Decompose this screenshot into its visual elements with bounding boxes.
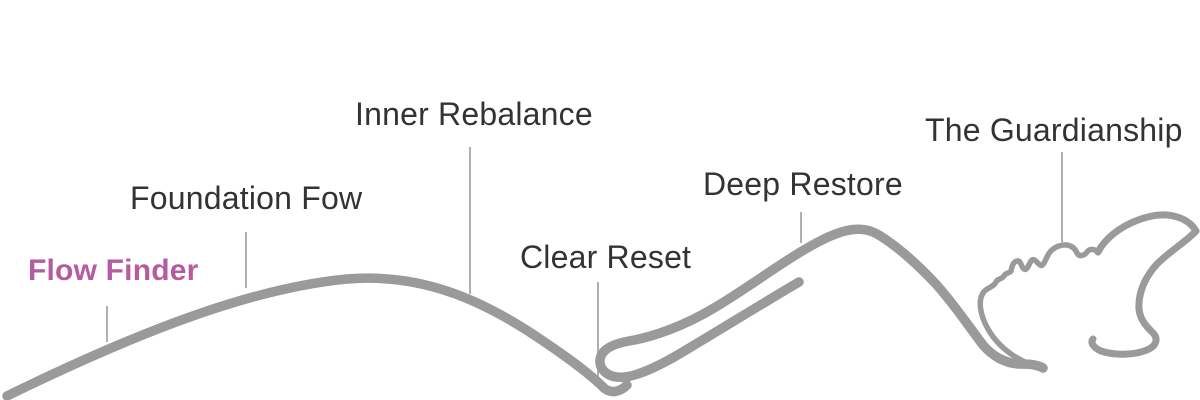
stage-label-the-guardianship: The Guardianship [925, 112, 1183, 148]
hair-bun-crescent-line [1088, 211, 1200, 358]
stage-tick-deep-restore [800, 212, 802, 243]
face-profile-line [977, 242, 1101, 372]
arm-shoulder-line [595, 224, 1048, 382]
stage-label-foundation-fow: Foundation Fow [130, 180, 363, 216]
stage-tick-inner-rebalance [469, 147, 471, 294]
stage-tick-flow-finder [106, 306, 108, 342]
stage-tick-the-guardianship [1061, 152, 1063, 242]
stage-label-flow-finder: Flow Finder [28, 254, 199, 287]
stage-label-clear-reset: Clear Reset [520, 239, 692, 275]
stage-tick-foundation-fow [245, 232, 247, 288]
body-hill-line [2, 273, 632, 400]
stage-tick-clear-reset [597, 282, 599, 382]
stage-label-deep-restore: Deep Restore [703, 166, 903, 202]
stage-label-inner-rebalance: Inner Rebalance [355, 96, 593, 132]
